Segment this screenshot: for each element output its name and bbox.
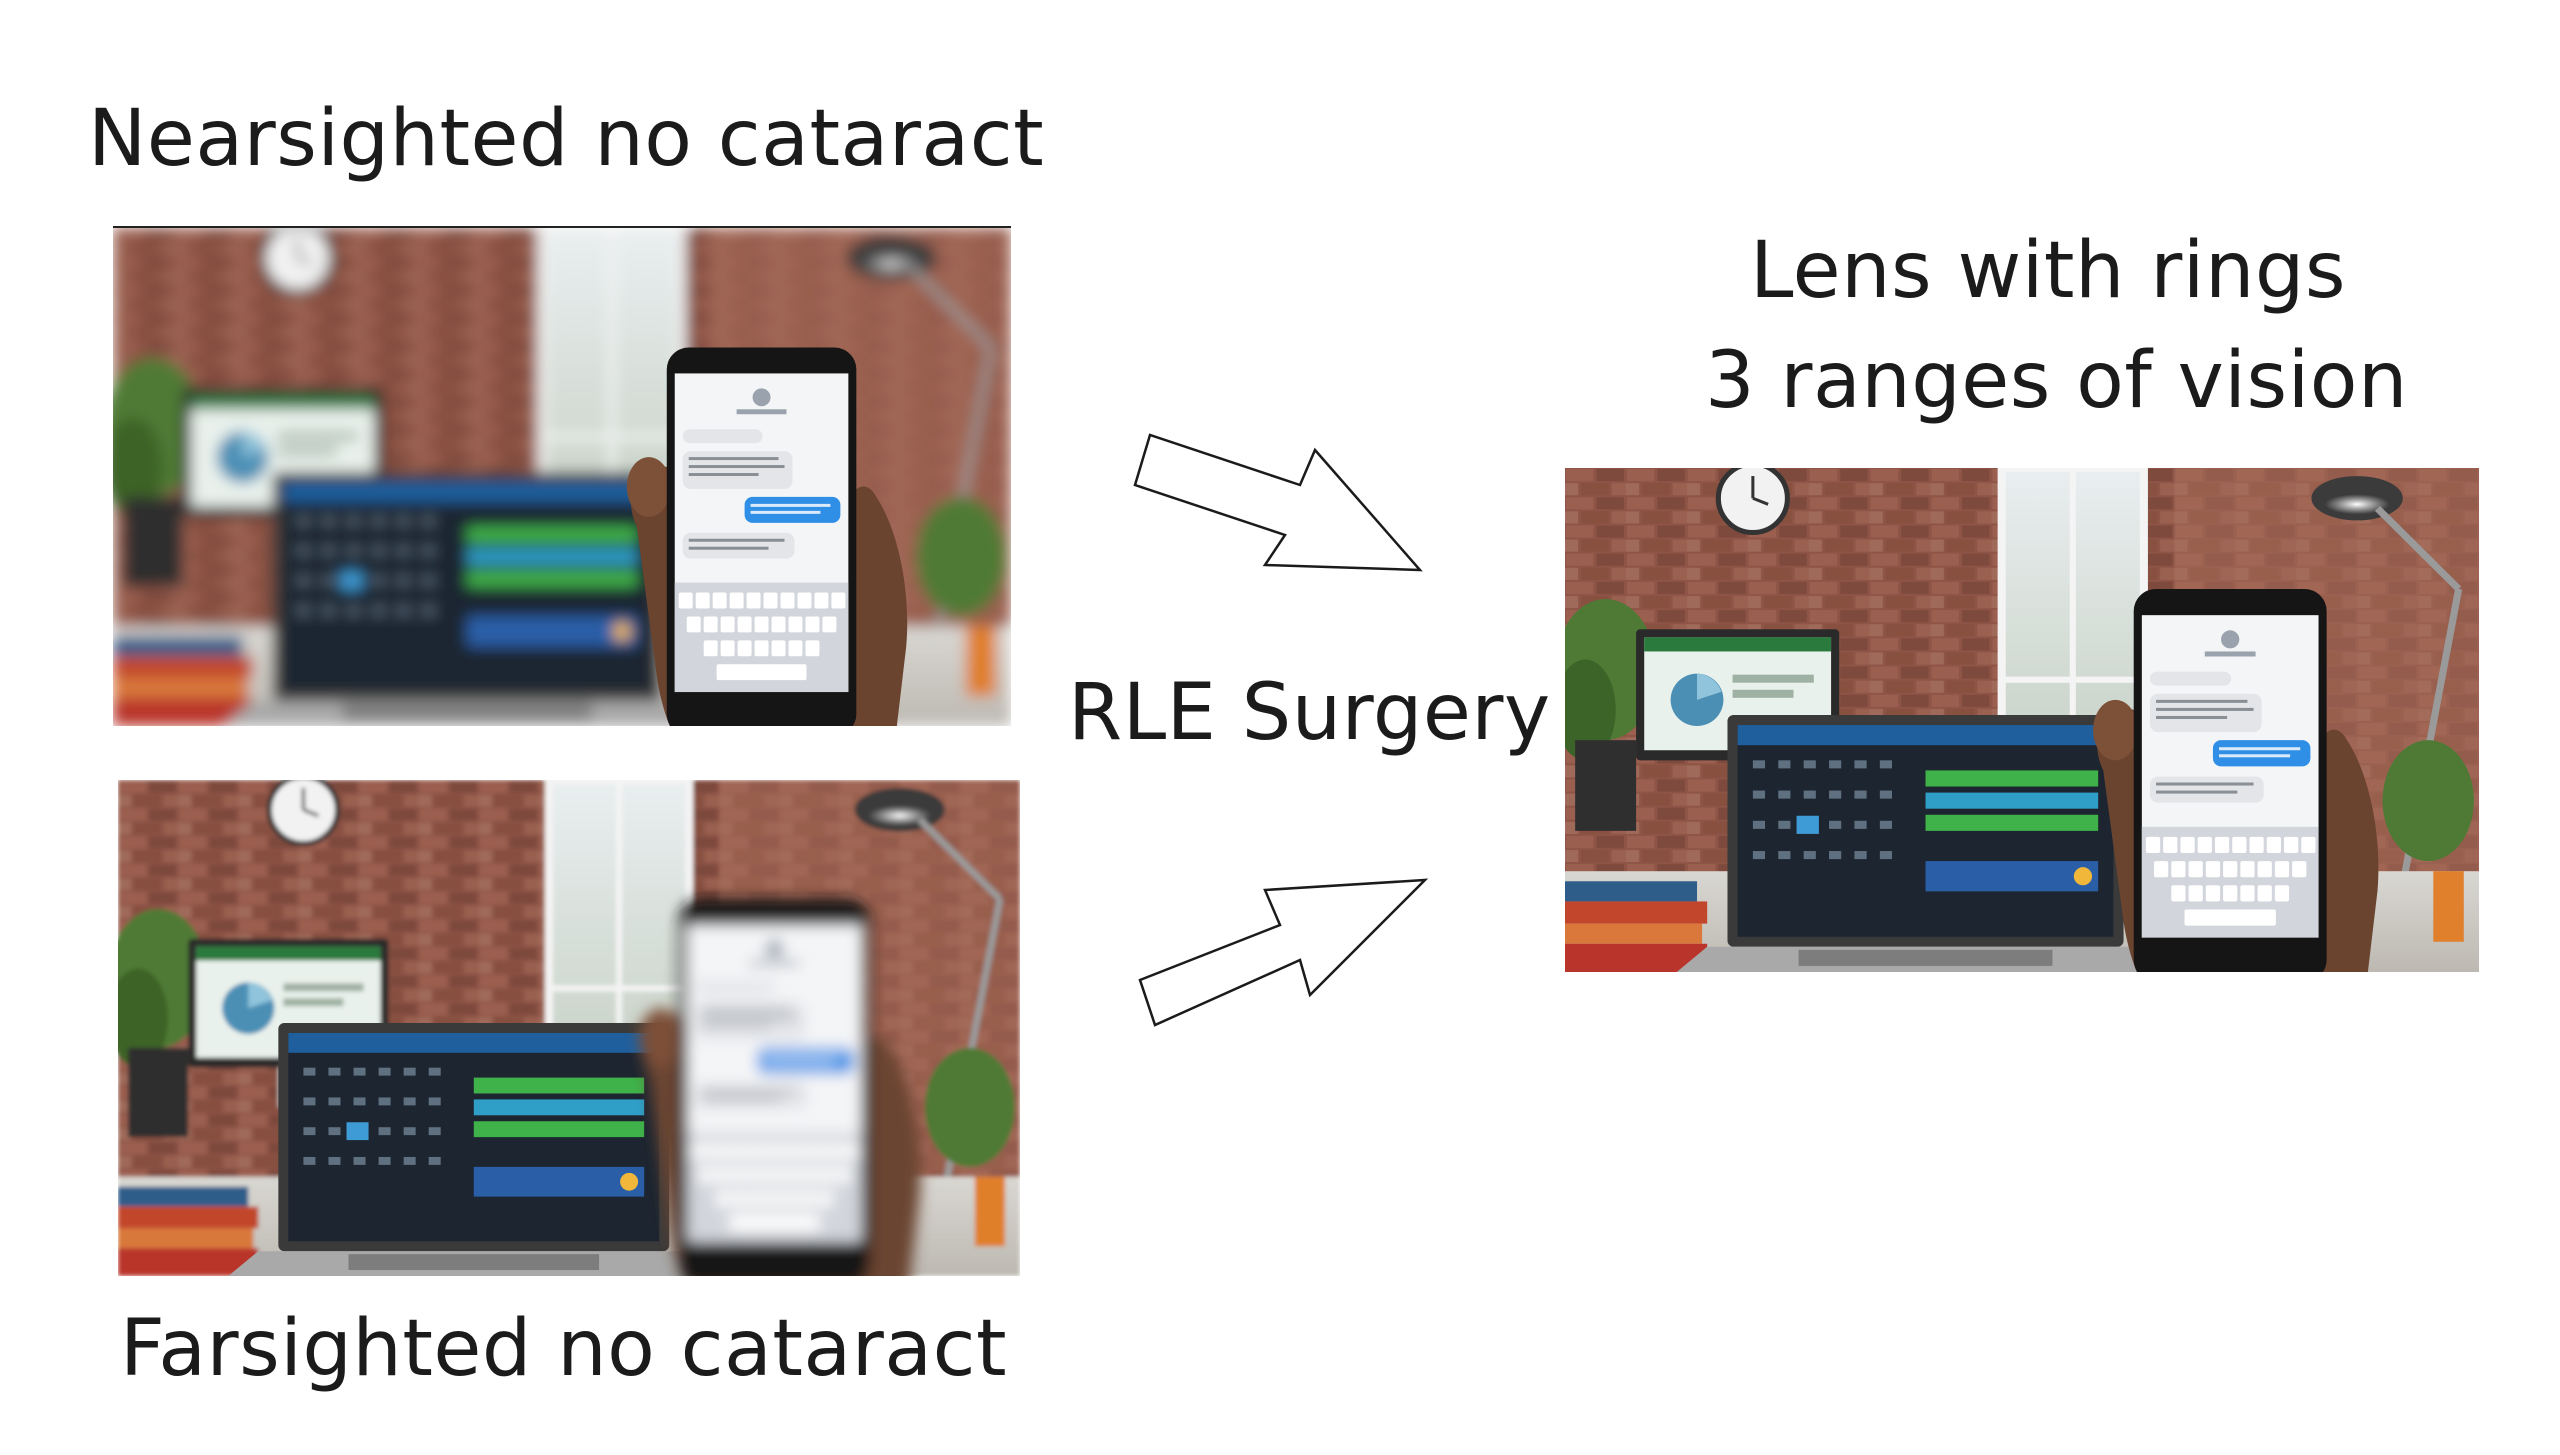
photo-nearsighted-view	[113, 226, 1011, 726]
photo-lens-with-rings-view	[1565, 468, 2479, 972]
caption-lens-with-rings: Lens with rings	[1750, 226, 2347, 316]
caption-rle-surgery: RLE Surgery	[1068, 668, 1551, 758]
caption-farsighted: Farsighted no cataract	[120, 1304, 1008, 1394]
caption-three-ranges: 3 ranges of vision	[1705, 336, 2408, 426]
arrow-up-right-icon	[1138, 878, 1429, 1027]
caption-nearsighted: Nearsighted no cataract	[88, 94, 1045, 184]
photo-farsighted-view	[118, 780, 1020, 1276]
arrow-down-right-icon	[1133, 433, 1423, 572]
